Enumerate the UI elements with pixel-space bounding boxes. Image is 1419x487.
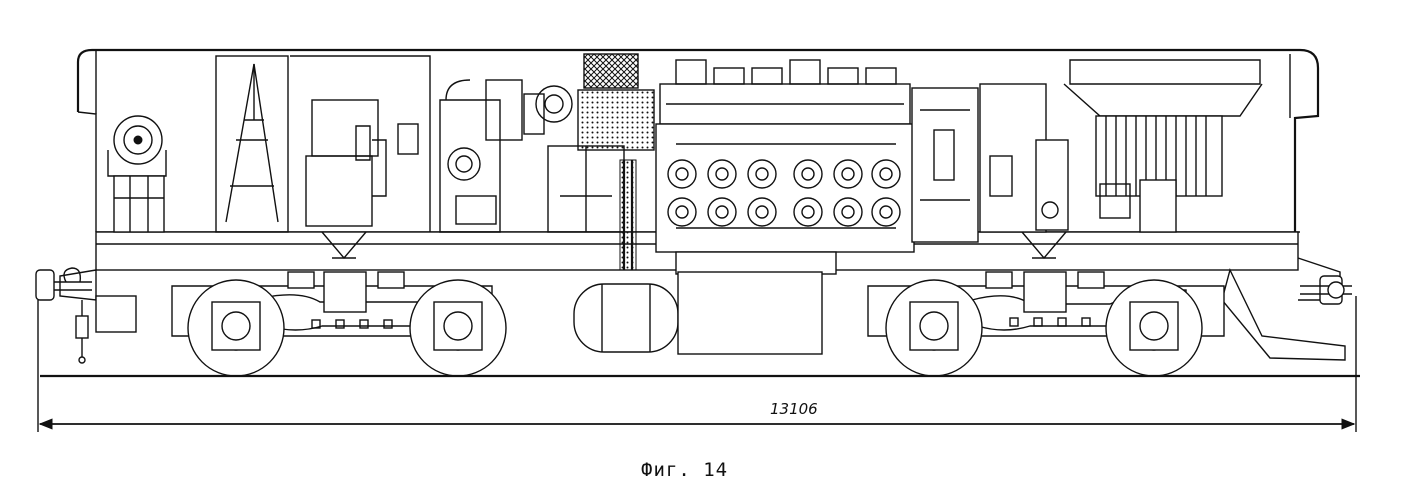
rear-coupler [1300, 275, 1352, 305]
front-wheel-1 [187, 279, 285, 377]
rear-wheel-2 [1105, 279, 1203, 377]
front-coupler [35, 267, 137, 364]
rear-wheel-1 [885, 279, 983, 377]
auxiliary-machinery [439, 53, 655, 271]
cooling-unit [1095, 115, 1223, 233]
generator-compartment [911, 59, 1263, 243]
overall-length-label: 13106 [770, 400, 818, 418]
front-wheel-2 [409, 279, 507, 377]
figure-caption: Фиг. 14 [641, 459, 729, 481]
fuel-tank [573, 271, 823, 355]
engine-cylinders [667, 159, 901, 227]
overall-length-dimension: 13106 [37, 296, 1357, 432]
diesel-engine [655, 59, 915, 275]
cab-section [107, 55, 431, 233]
